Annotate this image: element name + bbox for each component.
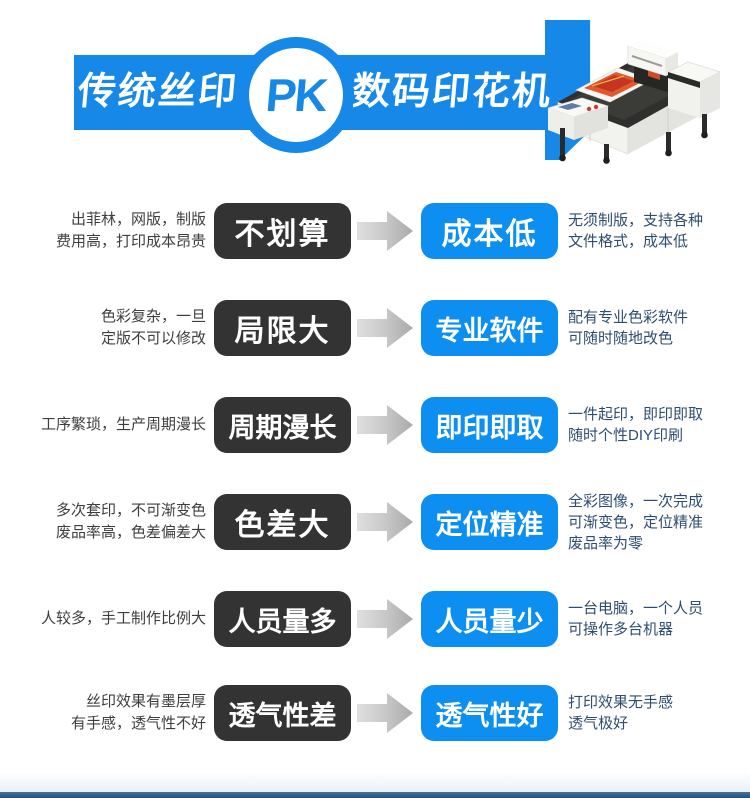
comparison-row: 工序繁琐，生产周期漫长 周期漫长 即印即取 一件起印，即印即取 随时个性DIY印… xyxy=(0,377,750,473)
arrow-right-icon xyxy=(357,308,413,348)
text-line: 工序繁琐，生产周期漫长 xyxy=(40,416,206,433)
comparison-row: 多次套印，不可渐变色 废品率高，色差偏差大 色差大 定位精准 全彩图像，一次完成… xyxy=(0,474,750,570)
arrow-right-icon xyxy=(357,211,413,251)
text-line: 配有专业色彩软件 xyxy=(568,309,689,326)
pro-badge: 人员量少 xyxy=(421,591,558,647)
footer-fade-divider xyxy=(0,772,750,792)
text-line: 多次套印，不可渐变色 xyxy=(55,502,206,519)
arrow-right-icon xyxy=(357,405,413,445)
pro-badge: 成本低 xyxy=(421,203,558,259)
text-line: 丝印效果有墨层厚 xyxy=(85,693,206,710)
text-line: 人较多，手工制作比例大 xyxy=(40,610,206,627)
text-line: 定版不可以修改 xyxy=(100,330,206,347)
footer-bottom-bar xyxy=(0,792,750,798)
arrow-right-icon xyxy=(357,693,413,733)
digital-description: 全彩图像，一次完成 可渐变色，定位精准 废品率为零 xyxy=(568,491,703,554)
text-line: 一台电脑，一个人员 xyxy=(568,600,704,617)
con-badge: 局限大 xyxy=(214,300,351,356)
con-badge: 色差大 xyxy=(214,494,351,550)
con-badge: 周期漫长 xyxy=(214,397,351,453)
flatbed-printer-photo xyxy=(548,40,720,164)
text-line: 一件起印，即印即取 xyxy=(568,406,704,423)
digital-description: 无须制版，支持各种 文件格式，成本低 xyxy=(568,210,703,252)
text-line: 可随时随地改色 xyxy=(568,330,674,347)
pro-badge: 即印即取 xyxy=(421,397,558,453)
arrow-right-icon xyxy=(357,599,413,639)
pro-badge: 专业软件 xyxy=(421,300,558,356)
arrow-right-icon xyxy=(357,502,413,542)
traditional-description: 工序繁琐，生产周期漫长 xyxy=(20,414,206,436)
text-line: 全彩图像，一次完成 xyxy=(568,492,704,510)
text-line: 出菲林，网版，制版 xyxy=(70,211,206,228)
text-line: 打印效果无手感 xyxy=(568,694,674,711)
con-badge: 透气性差 xyxy=(214,685,351,741)
comparison-row: 人较多，手工制作比例大 人员量多 人员量少 一台电脑，一个人员 可操作多台机器 xyxy=(0,571,750,667)
traditional-description: 多次套印，不可渐变色 废品率高，色差偏差大 xyxy=(20,500,206,544)
digital-description: 一件起印，即印即取 随时个性DIY印刷 xyxy=(568,404,703,446)
digital-description: 一台电脑，一个人员 可操作多台机器 xyxy=(568,598,703,640)
text-line: 透气极好 xyxy=(568,715,629,732)
text-line: 废品率为零 xyxy=(568,534,644,552)
text-line: 费用高，打印成本昂贵 xyxy=(55,233,206,250)
text-line: 文件格式，成本低 xyxy=(568,233,689,250)
title-digital-printer: 数码印花机 xyxy=(350,71,554,113)
title-traditional-printing: 传统丝印 xyxy=(76,71,240,113)
pk-label: PK xyxy=(263,69,329,121)
traditional-description: 人较多，手工制作比例大 xyxy=(20,608,206,630)
pk-versus-badge: PK xyxy=(238,37,354,153)
traditional-description: 出菲林，网版，制版 费用高，打印成本昂贵 xyxy=(20,209,206,253)
pro-badge: 定位精准 xyxy=(421,494,558,550)
text-line: 色彩复杂，一旦 xyxy=(100,308,206,325)
text-line: 有手感，透气性不好 xyxy=(70,715,206,732)
digital-description: 配有专业色彩软件 可随时随地改色 xyxy=(568,307,688,349)
digital-description: 打印效果无手感 透气极好 xyxy=(568,692,673,734)
text-line: 随时个性DIY印刷 xyxy=(568,427,684,444)
text-line: 可渐变色，定位精准 xyxy=(568,513,704,531)
con-badge: 人员量多 xyxy=(214,591,351,647)
comparison-row: 丝印效果有墨层厚 有手感，透气性不好 透气性差 透气性好 打印效果无手感 透气极… xyxy=(0,665,750,761)
con-badge: 不划算 xyxy=(214,203,351,259)
text-line: 无须制版，支持各种 xyxy=(568,212,704,229)
traditional-description: 色彩复杂，一旦 定版不可以修改 xyxy=(20,306,206,350)
traditional-description: 丝印效果有墨层厚 有手感，透气性不好 xyxy=(20,691,206,735)
comparison-row: 色彩复杂，一旦 定版不可以修改 局限大 专业软件 配有专业色彩软件 可随时随地改… xyxy=(0,280,750,376)
pk-badge-inner-circle: PK xyxy=(249,48,343,142)
comparison-row: 出菲林，网版，制版 费用高，打印成本昂贵 不划算 成本低 无须制版，支持各种 文… xyxy=(0,183,750,279)
pro-badge: 透气性好 xyxy=(421,685,558,741)
text-line: 可操作多台机器 xyxy=(568,621,674,638)
text-line: 废品率高，色差偏差大 xyxy=(55,524,206,541)
